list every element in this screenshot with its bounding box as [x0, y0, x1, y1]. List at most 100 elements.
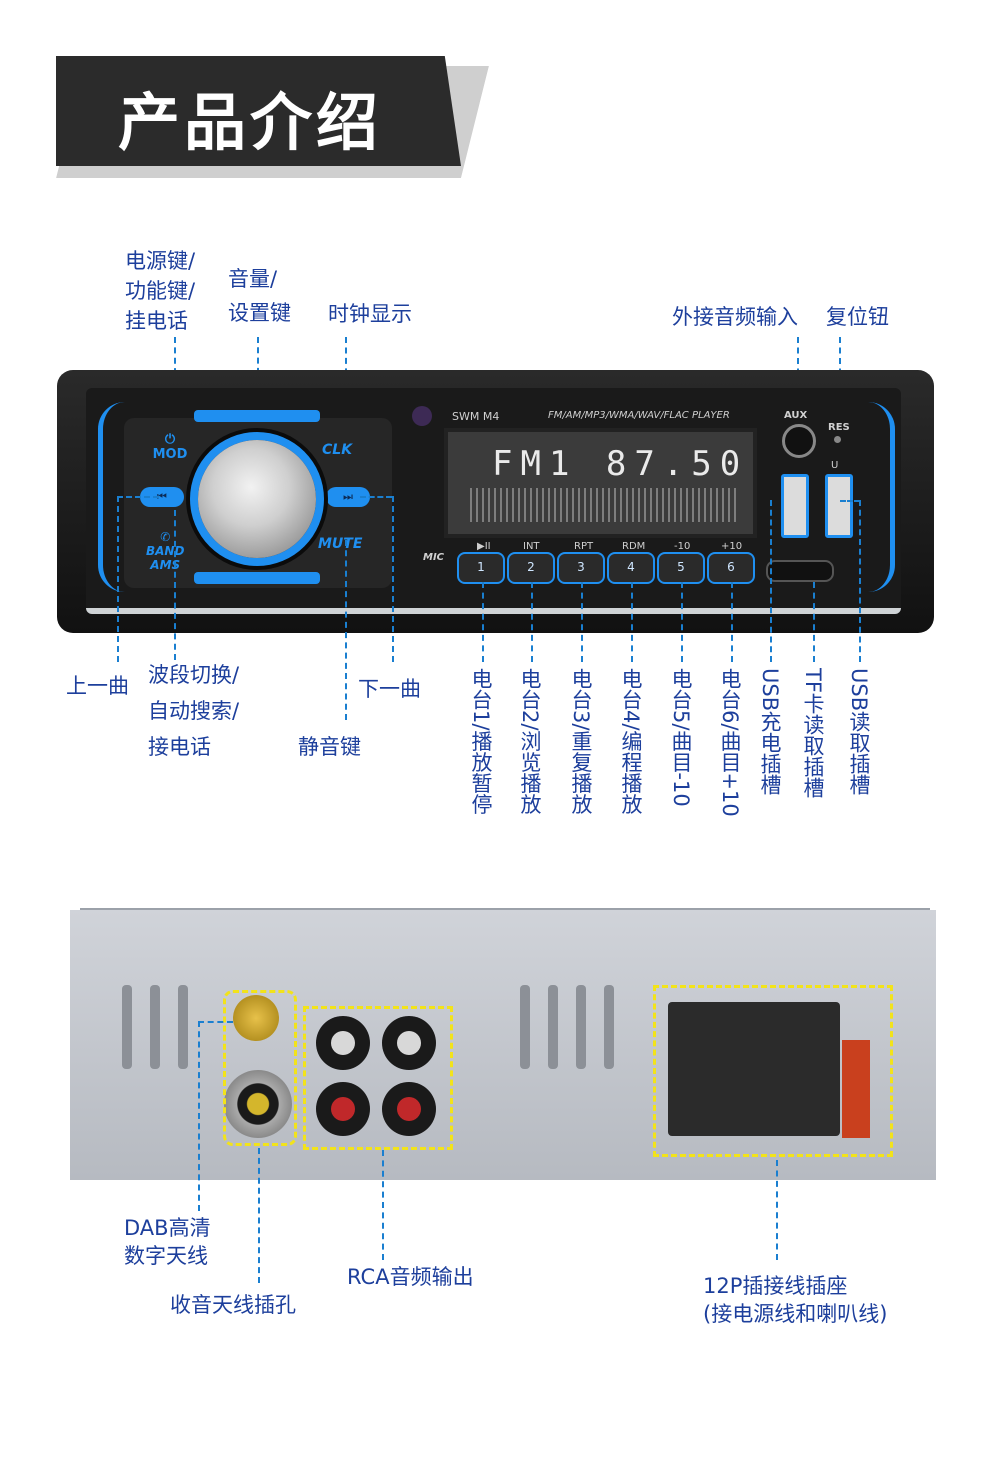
leader-line	[174, 510, 176, 660]
leader-line	[360, 496, 392, 498]
ir-sensor	[412, 406, 432, 426]
iso-connector	[668, 1002, 840, 1136]
preset-button-5[interactable]: 5	[657, 552, 705, 584]
ams-label: AMS	[150, 558, 181, 572]
preset-fn-6: +10	[721, 541, 743, 552]
page-title: 产品介绍	[118, 86, 383, 159]
prev-track-button[interactable]: ⏮	[140, 487, 184, 507]
next-track-button[interactable]: ⏭	[326, 487, 370, 507]
label-volume: 音量/ 设置键	[228, 264, 291, 328]
aux-jack[interactable]	[782, 424, 816, 458]
model-label: SWM M4	[452, 410, 500, 423]
tf-card-slot[interactable]	[766, 560, 834, 582]
leader-line	[117, 496, 159, 498]
preset-fn-2: INT	[523, 541, 540, 552]
preset-button-2[interactable]: 2	[507, 552, 555, 584]
aux-label: AUX	[784, 410, 808, 421]
vent-slot	[604, 985, 614, 1069]
label-preset-2: 电台2/浏览播放	[518, 668, 542, 815]
label-line: 波段切换/	[148, 663, 240, 687]
leader-line	[859, 500, 861, 662]
antenna-highlight	[223, 990, 297, 1146]
preset-button-4[interactable]: 4	[607, 552, 655, 584]
vent-slot	[520, 985, 530, 1069]
connector-highlight	[653, 985, 893, 1157]
lcd-readout: FM1 87.50	[492, 444, 749, 484]
band-label: BAND	[146, 544, 185, 558]
leader-line	[258, 1148, 260, 1283]
leader-line	[681, 582, 683, 662]
label-usb-charge: USB充电插槽	[758, 668, 782, 796]
accent-bar-top	[194, 410, 320, 422]
label-line: 接电话	[148, 735, 211, 759]
accent-light-right	[868, 402, 895, 592]
reset-button[interactable]	[834, 436, 841, 443]
label-line: 音量/	[228, 267, 278, 291]
band-ams-button[interactable]: ✆ BAND AMS	[146, 530, 184, 572]
label-aux-in: 外接音频输入	[672, 305, 798, 329]
preset-fn-4: RDM	[622, 541, 646, 552]
leader-line	[117, 496, 119, 662]
label-line: (接电源线和喇叭线)	[703, 1302, 888, 1326]
preset-button-1[interactable]: 1	[457, 552, 505, 584]
mic-label: MIC	[423, 552, 445, 563]
label-preset-1: 电台1/播放暂停	[469, 668, 493, 815]
dab-connector	[233, 995, 279, 1041]
label-rca: RCA音频输出	[347, 1265, 474, 1289]
label-preset-3: 电台3/重复播放	[569, 668, 593, 815]
res-label: RES	[828, 422, 850, 433]
preset-fn-5: -10	[674, 541, 691, 552]
lcd-spectrum	[470, 488, 738, 522]
preset-button-6[interactable]: 6	[707, 552, 755, 584]
leader-line	[770, 500, 772, 662]
label-power: 电源键/ 功能键/ 挂电话	[125, 246, 195, 336]
rca-highlight	[303, 1006, 453, 1150]
label-line: 挂电话	[125, 309, 188, 333]
label-prev: 上一曲	[66, 674, 129, 698]
label-line: 自动搜索/	[148, 699, 240, 723]
prev-icon: ⏮	[157, 490, 167, 503]
rca-jack	[382, 1016, 436, 1070]
leader-line	[581, 582, 583, 662]
leader-line	[198, 1021, 233, 1023]
rca-jack	[382, 1082, 436, 1136]
vent-slot	[576, 985, 586, 1069]
mod-button[interactable]: ⏻ MOD	[150, 432, 190, 462]
mute-button[interactable]: MUTE	[318, 536, 363, 552]
leader-line	[382, 1150, 384, 1260]
antenna-jack	[224, 1070, 292, 1138]
label-reset: 复位钮	[826, 305, 889, 329]
label-tf-card: TF卡读取插槽	[801, 668, 825, 798]
label-usb-read: USB读取插槽	[847, 668, 871, 796]
preset-button-3[interactable]: 3	[557, 552, 605, 584]
clk-button[interactable]: CLK	[322, 442, 353, 458]
label-preset-6: 电台6/曲目+10	[718, 668, 742, 817]
volume-knob[interactable]	[198, 440, 316, 558]
fuse	[842, 1040, 870, 1138]
label-line: 设置键	[228, 301, 291, 325]
rca-jack	[316, 1082, 370, 1136]
leader-line	[776, 1160, 778, 1260]
label-dab: DAB高清 数字天线	[124, 1214, 211, 1270]
vent-slot	[150, 985, 160, 1069]
next-icon: ⏭	[343, 490, 353, 503]
preset-fn-3: RPT	[574, 541, 594, 552]
leader-line	[198, 1021, 200, 1211]
leader-line	[392, 496, 394, 662]
leader-line	[840, 500, 860, 502]
usb-read-port[interactable]	[825, 474, 853, 538]
label-line: 电源键/	[125, 249, 196, 273]
usb-charge-port[interactable]	[781, 474, 809, 538]
leader-line	[482, 582, 484, 662]
leader-line	[345, 540, 347, 720]
label-connector: 12P插接线插座 (接电源线和喇叭线)	[703, 1272, 887, 1328]
label-band: 波段切换/ 自动搜索/ 接电话	[148, 660, 239, 762]
leader-line	[531, 582, 533, 662]
usb-u-label: U	[831, 460, 839, 471]
label-clock: 时钟显示	[328, 302, 412, 326]
preset-fn-1: ▶II	[477, 541, 491, 552]
header-banner	[56, 56, 461, 166]
vent-slot	[548, 985, 558, 1069]
power-icon: ⏻	[164, 432, 176, 447]
label-preset-4: 电台4/编程播放	[619, 668, 643, 815]
